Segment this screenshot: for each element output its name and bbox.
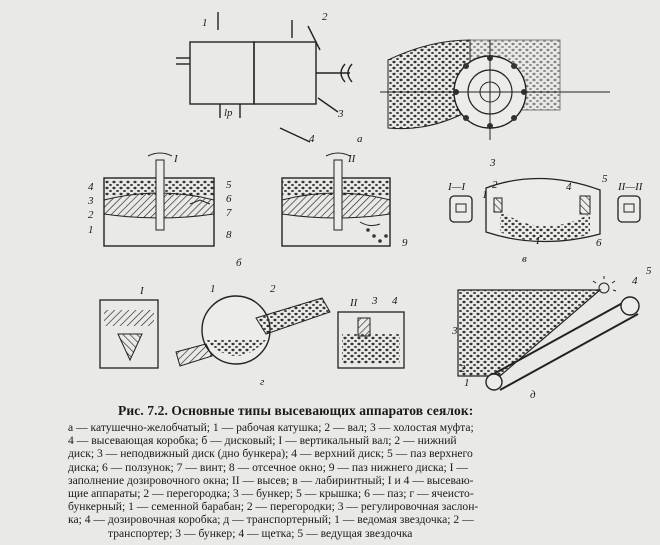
callout-b-I: I — [173, 153, 179, 165]
callout-b-6: 6 — [226, 193, 232, 205]
figure-drawings: а б в г д 1 2 3 4 lр I II 4 3 2 1 5 6 7 … — [87, 11, 652, 400]
panel-b-right — [281, 152, 391, 247]
callout-g-II: II — [349, 297, 359, 309]
legend-line: щие аппараты; 2 — перегородка; 3 — бунке… — [68, 487, 474, 501]
legend-line: а — катушечно-желобчатый; 1 — рабочая ка… — [68, 421, 474, 434]
legend-line: диск; 3 — неподвижный диск (дно бункера)… — [68, 447, 473, 461]
panel-g-drawing — [99, 295, 405, 369]
callout-v-I-bottom: I — [535, 235, 541, 247]
figure-legend: а — катушечно-желобчатый; 1 — рабочая ка… — [68, 421, 653, 540]
panel-label-b: б — [236, 257, 242, 269]
callout-b-3: 3 — [87, 195, 94, 207]
callout-g-3: 3 — [371, 295, 378, 307]
callout-a-2: 2 — [322, 11, 328, 23]
callout-a-lp: lр — [224, 107, 233, 119]
panel-a-roll — [380, 39, 610, 140]
panel-label-v: в — [522, 253, 527, 265]
callout-g-4: 4 — [392, 295, 398, 307]
callout-d-1: 1 — [464, 377, 470, 389]
legend-line: заполнение дозировочного окна; II — высе… — [68, 473, 474, 487]
callout-b-II: II — [347, 153, 357, 165]
panel-label-d: д — [530, 389, 536, 400]
callout-g-I: I — [139, 285, 145, 297]
callout-g-2: 2 — [270, 283, 276, 295]
panel-b-left — [103, 152, 215, 247]
panel-label-a: а — [357, 133, 363, 145]
callout-v-I-I: I—I — [447, 181, 466, 193]
callout-d-3: 3 — [451, 325, 458, 337]
callout-a-3: 3 — [337, 108, 344, 120]
legend-line: бункерный; 1 — семенной барабан; 2 — пер… — [68, 500, 479, 514]
panel-label-g: г — [260, 376, 265, 388]
callout-v-4: 4 — [566, 181, 572, 193]
legend-line: диска; 6 — ползунок; 7 — винт; 8 — отсеч… — [68, 460, 468, 474]
callout-v-II-II: II—II — [617, 181, 644, 193]
callout-b-2: 2 — [88, 209, 94, 221]
callout-b-9: 9 — [402, 237, 408, 249]
legend-line: 4 — высевающая коробка; б — дисковый; I … — [68, 434, 457, 448]
panel-a-drawing — [176, 12, 353, 143]
legend-line: ка; 4 — дозировочная коробка; д — трансп… — [68, 513, 474, 527]
callout-a-1: 1 — [202, 17, 208, 29]
panel-v-drawing — [449, 177, 641, 243]
callout-b-7: 7 — [226, 207, 232, 219]
panel-d-drawing — [457, 276, 640, 391]
callout-v-3: 3 — [489, 157, 496, 169]
callout-d-2: 2 — [460, 363, 466, 375]
callout-b-5: 5 — [226, 179, 232, 191]
callout-a-4: 4 — [309, 133, 315, 145]
callout-b-4: 4 — [88, 181, 94, 193]
legend-line: транспортер; 3 — бункер; 4 — щетка; 5 — … — [108, 526, 413, 540]
figure-caption: Рис. 7.2. Основные типы высевающих аппар… — [118, 403, 474, 418]
callout-v-1: 1 — [482, 189, 488, 201]
callout-d-4: 4 — [632, 275, 638, 287]
callout-b-8: 8 — [226, 229, 232, 241]
callout-d-5: 5 — [646, 265, 652, 277]
callout-v-6: 6 — [596, 237, 602, 249]
callout-b-1: 1 — [88, 224, 94, 236]
callout-v-2: 2 — [492, 179, 498, 191]
callout-g-1: 1 — [210, 283, 216, 295]
callout-v-5: 5 — [602, 173, 608, 185]
